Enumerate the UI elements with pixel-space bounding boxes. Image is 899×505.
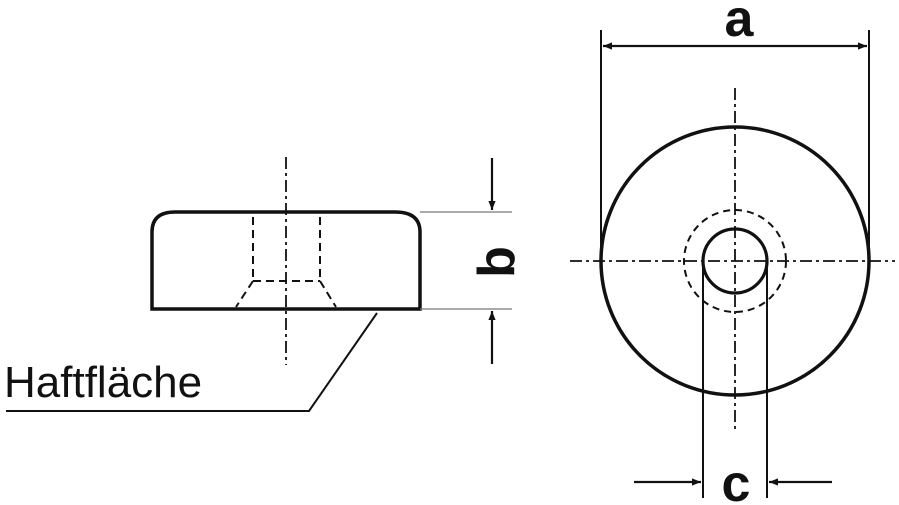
callout-haftflaeche-label: Haftfläche [4,358,202,407]
side-view: b Haftfläche [4,157,526,412]
top-view: a c [570,0,895,505]
dimension-c-label: c [722,455,751,505]
hidden-countersink-right [319,280,337,308]
magnet-body-outline [150,210,422,311]
dimension-a-label: a [725,0,755,48]
dimension-b-label: b [468,246,526,278]
hidden-countersink-left [235,280,254,308]
callout-leader-line [6,312,378,412]
